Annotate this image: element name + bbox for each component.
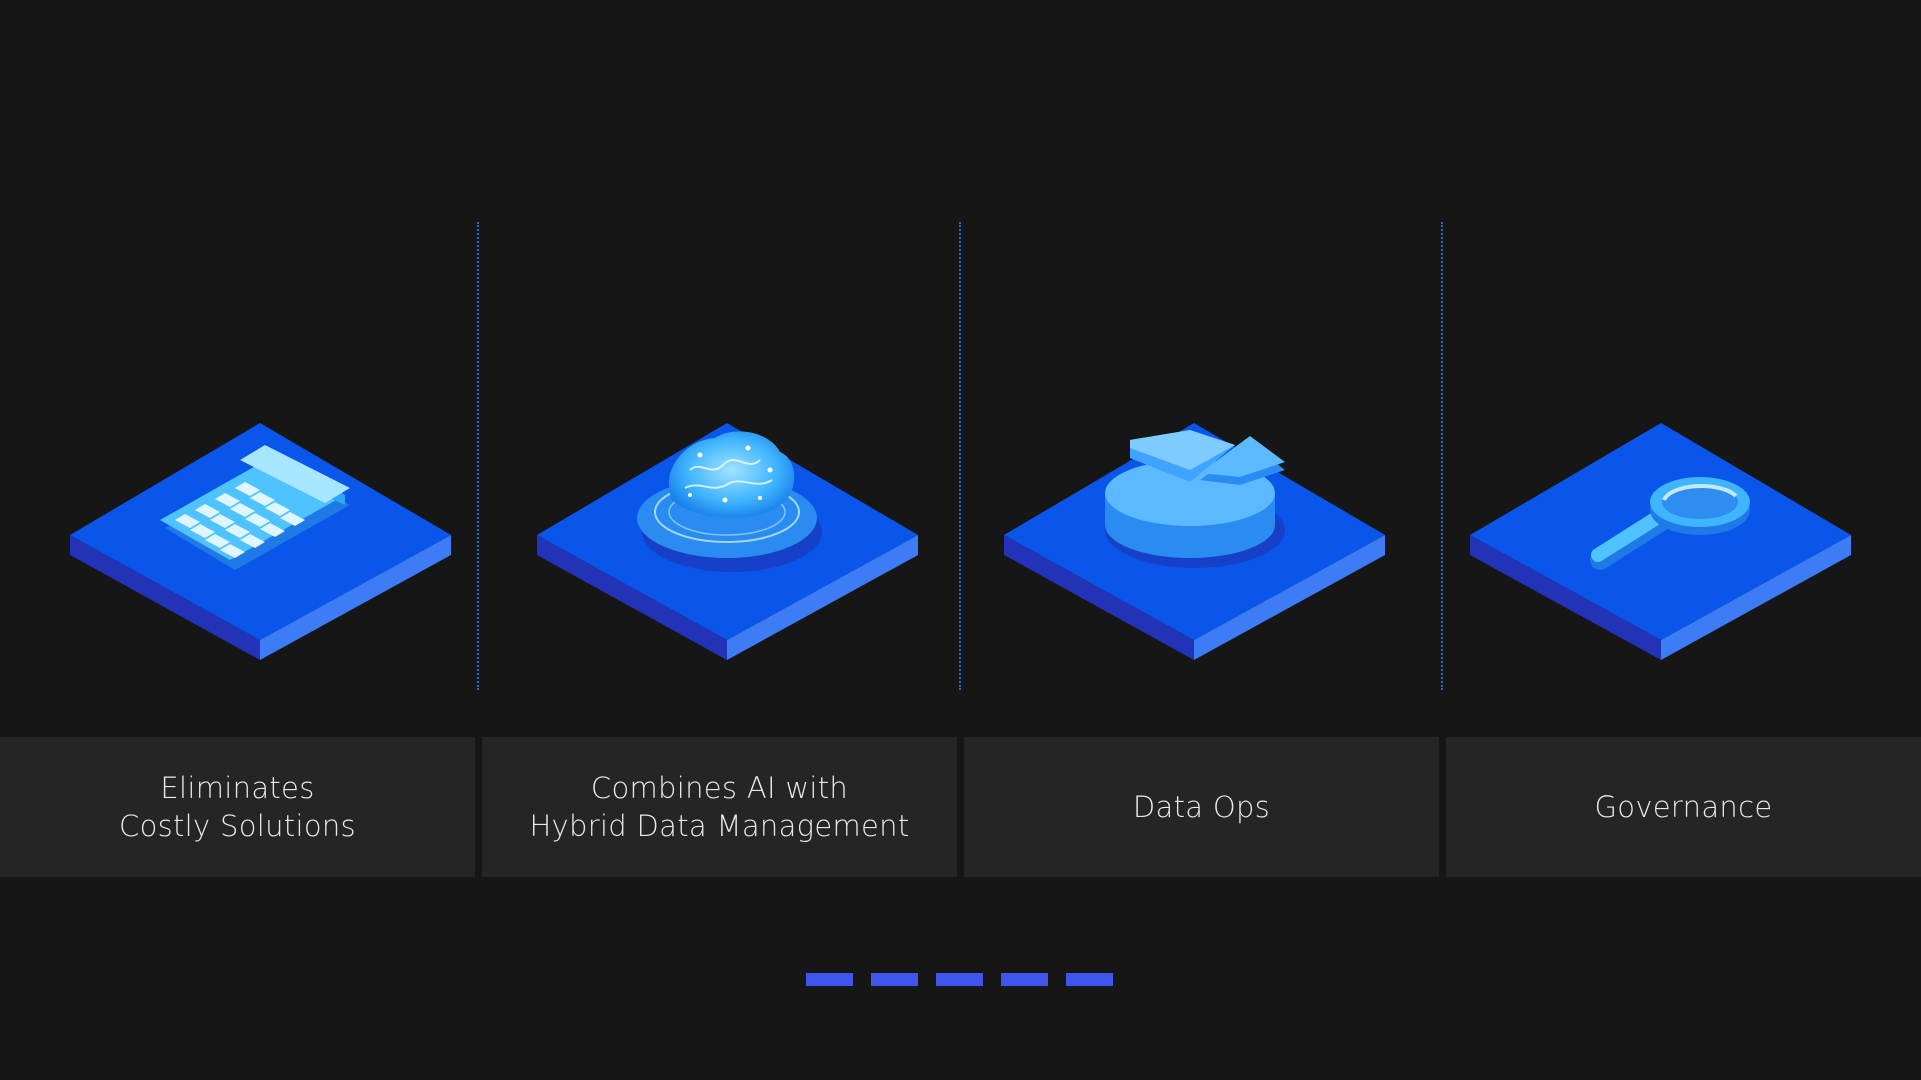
divider-line xyxy=(477,222,479,690)
feature-labels: Eliminates Costly Solutions Combines AI … xyxy=(0,737,1921,877)
divider-line xyxy=(959,222,961,690)
feature-card-costly-solutions: Eliminates Costly Solutions xyxy=(0,737,475,877)
pager-dash-4[interactable] xyxy=(1001,973,1048,986)
magnifier-icon xyxy=(1590,477,1750,570)
pager-dash-3[interactable] xyxy=(936,973,983,986)
calculator-icon xyxy=(160,445,350,570)
feature-illustrations xyxy=(70,320,1851,660)
feature-label: Data Ops xyxy=(1132,790,1271,824)
carousel-pager xyxy=(806,973,1113,986)
feature-label: Governance xyxy=(1594,790,1773,824)
divider-line xyxy=(1441,222,1443,690)
feature-card-governance: Governance xyxy=(1446,737,1921,877)
feature-card-data-ops: Data Ops xyxy=(964,737,1439,877)
brain-icon xyxy=(637,320,822,572)
tile-pie-chart xyxy=(1004,423,1385,660)
pager-dash-1[interactable] xyxy=(806,973,853,986)
tile-brain xyxy=(537,320,918,660)
feature-label: Combines AI with Hybrid Data Management xyxy=(529,771,910,843)
feature-label: Eliminates Costly Solutions xyxy=(119,771,356,843)
feature-card-ai-hybrid: Combines AI with Hybrid Data Management xyxy=(482,737,957,877)
pie-chart-icon xyxy=(1105,430,1285,568)
tile-magnifier xyxy=(1470,423,1851,660)
pager-dash-5[interactable] xyxy=(1066,973,1113,986)
pager-dash-2[interactable] xyxy=(871,973,918,986)
tile-calculator xyxy=(70,423,451,660)
